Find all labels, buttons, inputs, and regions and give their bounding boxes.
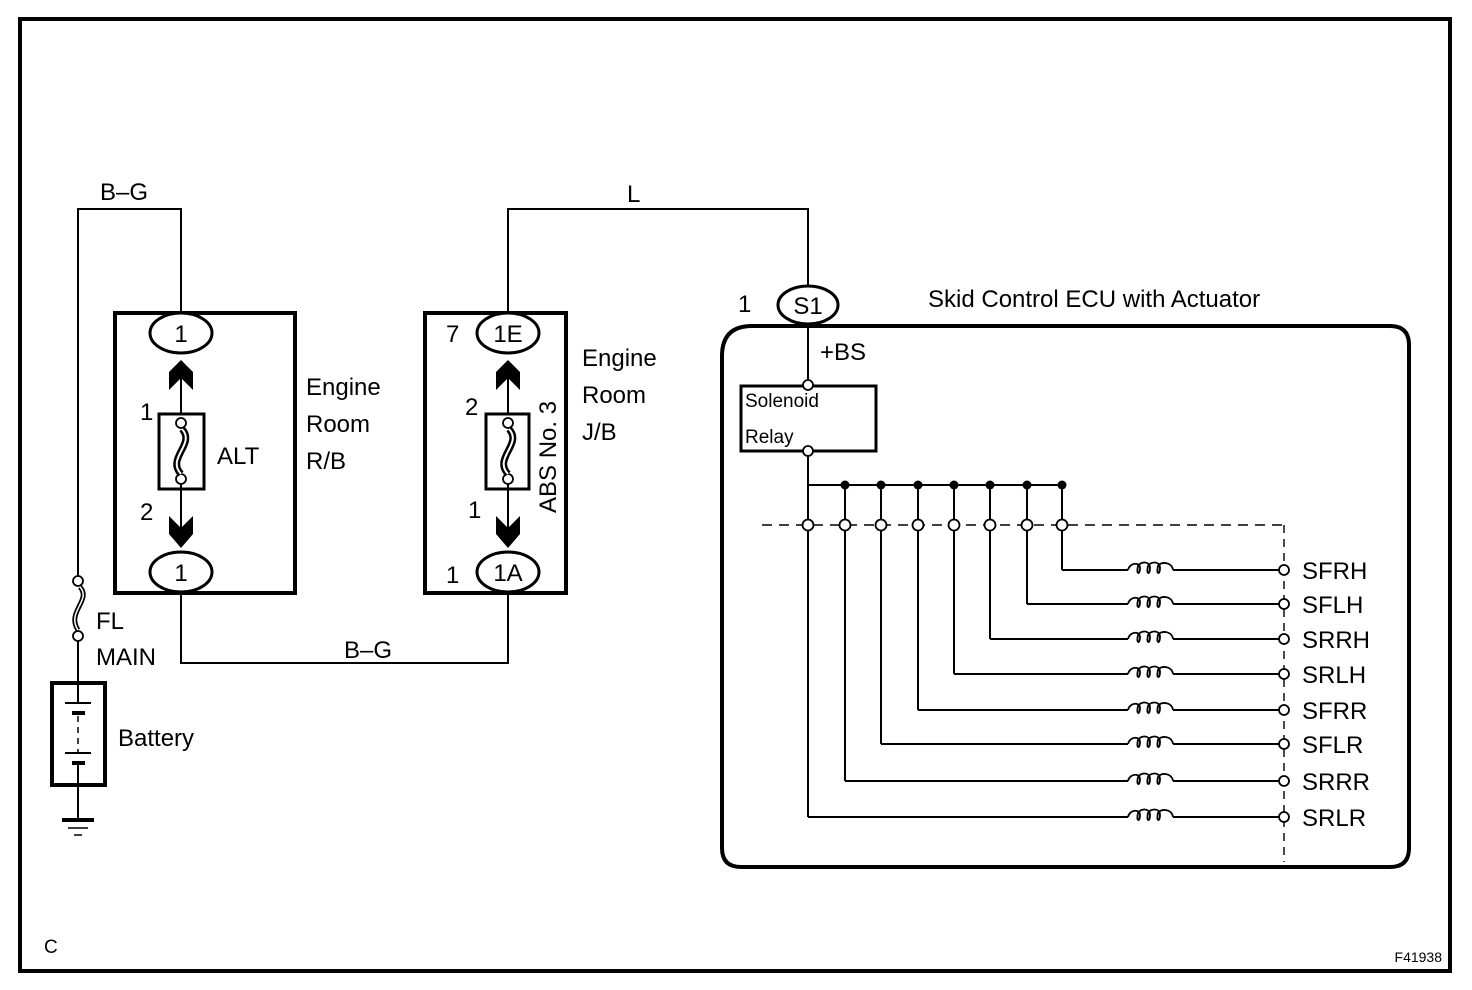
coil-icon <box>1127 595 1174 608</box>
connector-pin <box>911 518 925 532</box>
connector-pin <box>838 518 852 532</box>
alt-fuse-icon <box>173 426 190 477</box>
connector-pin <box>801 518 815 532</box>
jb-fuse-pin-bottom: 1 <box>468 497 481 524</box>
abs-no3-fuse-label: ABS No. 3 <box>535 401 562 513</box>
ground-icon <box>62 785 94 836</box>
fl-main-label-line2: MAIN <box>96 644 156 671</box>
solenoid-label: SRLR <box>1302 805 1366 832</box>
fl-main-label-line1: FL <box>96 608 124 635</box>
coil-icon <box>1127 665 1174 678</box>
terminal-pin <box>1278 598 1290 610</box>
coil-icon <box>1127 808 1174 821</box>
terminal-pin <box>1278 811 1290 823</box>
wire-label-b-g-top: B–G <box>100 179 148 206</box>
terminal-pin <box>1278 738 1290 750</box>
rb-label-line1: Engine <box>306 374 381 401</box>
jb-bottom-connector-pin: 1 <box>446 562 459 589</box>
bs-terminal-label: +BS <box>820 339 866 366</box>
jb-fuse-pin-top: 2 <box>465 394 478 421</box>
relay-label-line2: Relay <box>745 427 794 448</box>
page-corner-label: C <box>44 937 58 958</box>
solenoid-label: SFRR <box>1302 698 1367 725</box>
coil-icon <box>1127 701 1174 714</box>
engine-room-rb-box <box>113 311 297 595</box>
solenoid-srrr: SRRR <box>838 480 1370 796</box>
battery-symbol <box>50 681 107 787</box>
solenoid-label: SRRR <box>1302 769 1370 796</box>
solenoid-relay-box <box>739 384 878 453</box>
alt-fuse-label: ALT <box>217 443 260 470</box>
rb-top-connector <box>148 311 214 355</box>
ecu-connector-pin: 1 <box>738 291 751 318</box>
jb-top-connector-pin: 7 <box>446 321 459 348</box>
engine-room-jb-box <box>423 311 568 595</box>
jb-label-line1: Engine <box>582 345 657 372</box>
rb-top-connector-label: 1 <box>174 321 187 348</box>
rb-fuse-pin-top: 1 <box>140 399 153 426</box>
arrow-down-icon <box>169 516 193 548</box>
connector-pin <box>983 518 997 532</box>
connector-pin <box>1055 518 1069 532</box>
coil-icon <box>1127 772 1174 785</box>
solenoid-sfrh: SFRH <box>1055 480 1367 585</box>
connector-pin <box>947 518 961 532</box>
ecu-title: Skid Control ECU with Actuator <box>928 286 1260 313</box>
solenoid-label: SFLH <box>1302 592 1363 619</box>
solenoid-sfrr: SFRR <box>911 480 1367 725</box>
fl-main-fusible-link <box>72 575 86 642</box>
page-frame <box>18 17 1452 973</box>
terminal-pin <box>1278 775 1290 787</box>
terminal-pin <box>1278 704 1290 716</box>
arrow-up-icon <box>169 360 193 390</box>
solenoid-circuits: SFRH SFLH SRRH SRLH SFRR SFLR SRRR SRLR <box>801 480 1370 832</box>
rb-label-line3: R/B <box>306 448 346 475</box>
solenoid-srlr: SRLR <box>801 485 1366 832</box>
coil-icon <box>1127 561 1174 574</box>
solenoid-sflh: SFLH <box>1020 480 1363 619</box>
rb-fuse-pin-bottom: 2 <box>140 499 153 526</box>
jb-bottom-connector <box>475 550 541 594</box>
figure-id: F41938 <box>1395 949 1443 965</box>
wire-label-b-g-bottom: B–G <box>344 637 392 664</box>
coil-icon <box>1127 735 1174 748</box>
solenoid-label: SFLR <box>1302 732 1363 759</box>
terminal-pin <box>1278 668 1290 680</box>
wire-label-l: L <box>627 181 640 208</box>
wire-b-g-top <box>77 208 182 580</box>
jb-bottom-connector-label: 1A <box>493 560 522 587</box>
solenoid-label: SRRH <box>1302 627 1370 654</box>
jb-top-connector-label: 1E <box>493 321 522 348</box>
rb-bottom-connector <box>148 550 214 594</box>
solenoid-sflr: SFLR <box>874 480 1363 759</box>
abs-no3-fuse-icon <box>500 426 517 477</box>
coil-icon <box>1127 630 1174 643</box>
solenoid-srlh: SRLH <box>947 480 1366 689</box>
connector-pin <box>1020 518 1034 532</box>
battery-label: Battery <box>118 725 194 752</box>
jb-label-line2: Room <box>582 382 646 409</box>
wire-b-g-bottom <box>180 593 509 664</box>
wire-l <box>507 208 809 313</box>
arrow-down-icon <box>496 516 520 548</box>
ecu-connector-s1-label: S1 <box>793 293 822 320</box>
bus-junction-dot <box>1057 480 1067 490</box>
terminal-pin <box>1278 564 1290 576</box>
jb-label-line3: J/B <box>582 419 617 446</box>
rb-bottom-connector-label: 1 <box>174 560 187 587</box>
arrow-up-icon <box>496 360 520 390</box>
rb-label-line2: Room <box>306 411 370 438</box>
ecu-box <box>720 324 1411 869</box>
relay-label-line1: Solenoid <box>745 391 819 412</box>
terminal-pin <box>1278 633 1290 645</box>
solenoid-srrh: SRRH <box>983 480 1370 654</box>
solenoid-label: SFRH <box>1302 558 1367 585</box>
solenoid-label: SRLH <box>1302 662 1366 689</box>
connector-pin <box>874 518 888 532</box>
